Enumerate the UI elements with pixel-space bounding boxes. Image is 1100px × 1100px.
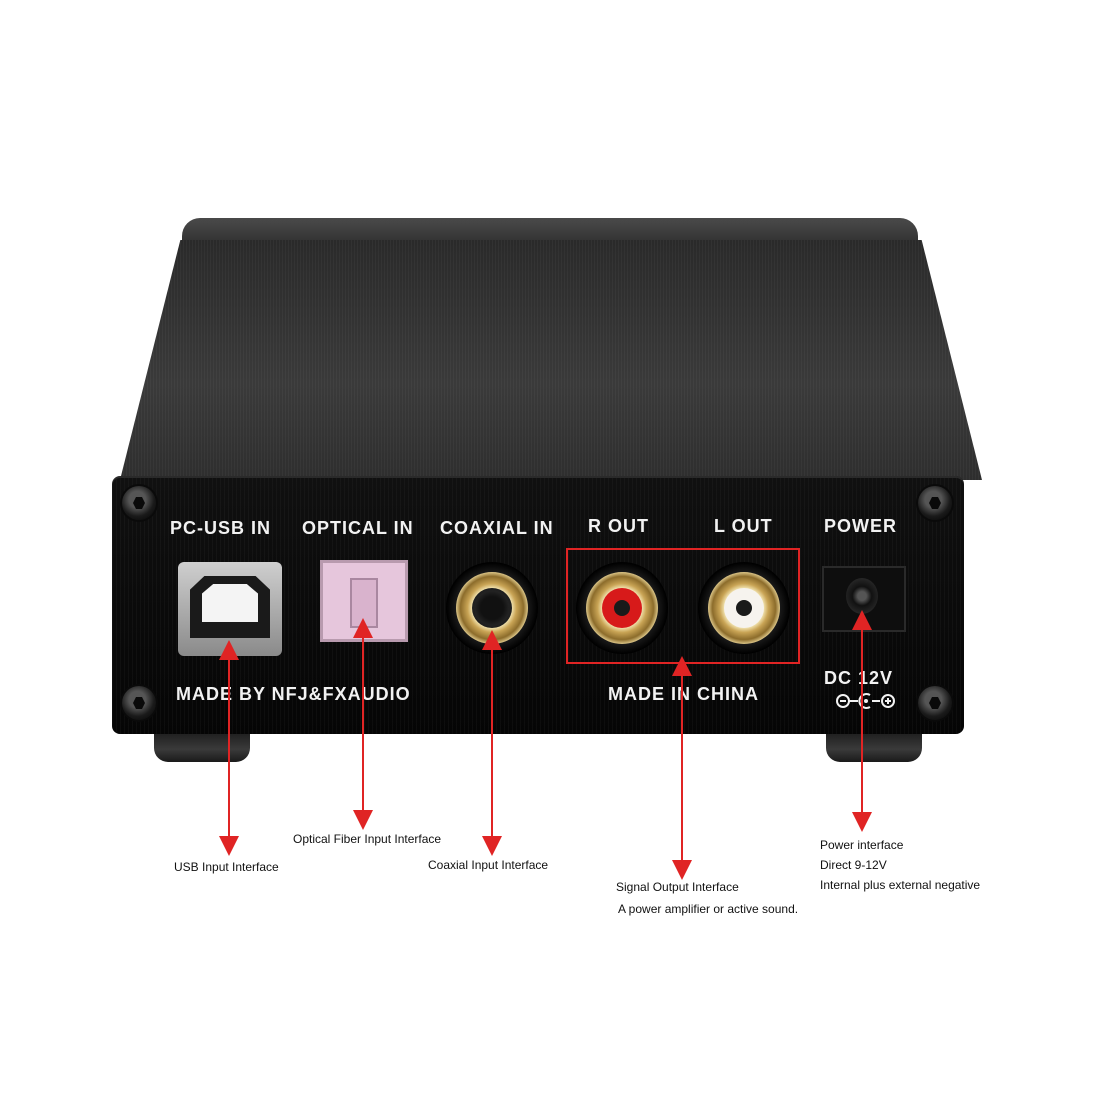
coaxial-jack-core	[472, 588, 512, 628]
screw-bottom-right	[918, 686, 952, 720]
power-caption-line1: Power interface	[820, 838, 904, 852]
dc-power-jack-hole	[846, 578, 878, 614]
device-top-surface	[120, 240, 982, 480]
screw-top-right	[918, 486, 952, 520]
usb-port-icon	[202, 584, 258, 622]
optical-caption: Optical Fiber Input Interface	[293, 832, 442, 846]
screw-bottom-left	[122, 686, 156, 720]
power-label: POWER	[824, 516, 898, 536]
output-caption-line2: A power amplifier or active sound.	[618, 902, 799, 916]
l-out-label: L OUT	[714, 516, 773, 536]
right-foot	[826, 730, 922, 762]
r-out-label: R OUT	[588, 516, 649, 536]
power-caption-line2: Direct 9-12V	[820, 858, 887, 872]
output-caption-line1: Signal Output Interface	[616, 880, 739, 894]
usb-in-label: PC-USB IN	[170, 518, 272, 538]
optical-in-label: OPTICAL IN	[302, 518, 414, 538]
usb-caption: USB Input Interface	[174, 860, 279, 874]
l-out-jack-hole	[736, 600, 752, 616]
r-out-jack-hole	[614, 600, 630, 616]
coaxial-in-label: COAXIAL IN	[440, 518, 554, 538]
screw-top-left	[122, 486, 156, 520]
coaxial-caption: Coaxial Input Interface	[428, 858, 549, 872]
power-caption-line3: Internal plus external negative	[820, 878, 981, 892]
